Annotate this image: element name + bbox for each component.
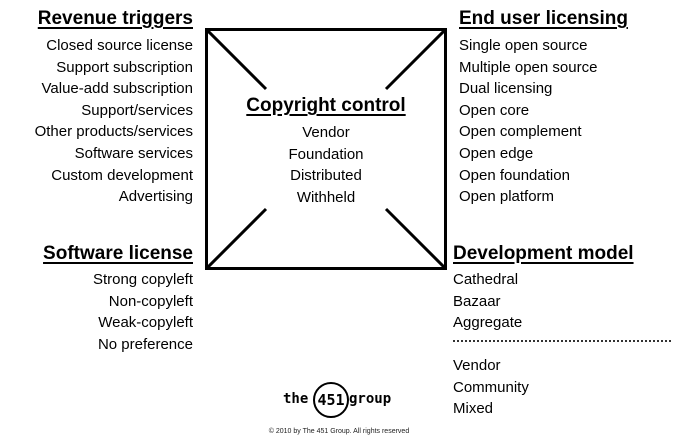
list-item: Support/services [81, 101, 193, 119]
connector-line-bottom-right [384, 207, 444, 267]
revenue-triggers-heading: Revenue triggers [37, 8, 193, 29]
copyright-control-list: Vendor Foundation Distributed Withheld [208, 122, 444, 208]
list-item: Open edge [459, 144, 534, 162]
list-item: Open core [459, 101, 530, 119]
the-451-group-logo: the 451 group [283, 380, 395, 420]
revenue-triggers-list: Closed source license Support subscripti… [0, 35, 193, 208]
end-user-licensing-heading: End user licensing [459, 8, 628, 29]
copyright-control-heading: Copyright control [208, 95, 444, 117]
list-item: Mixed [453, 400, 494, 418]
list-item: Bazaar [453, 292, 501, 310]
copyright-notice: © 2010 by The 451 Group. All rights rese… [268, 428, 410, 435]
dotted-divider [453, 340, 671, 342]
list-item: No preference [97, 335, 193, 353]
list-item: Support subscription [56, 58, 193, 76]
list-item: Multiple open source [459, 58, 598, 76]
list-item: Open foundation [459, 166, 570, 184]
logo-number-badge: 451 [313, 382, 349, 418]
list-item: Open platform [459, 188, 555, 206]
logo-text-group: group [349, 391, 392, 407]
list-item: Vendor [453, 357, 501, 374]
list-item: Other products/services [34, 123, 193, 141]
list-item: Distributed [290, 167, 362, 185]
connector-line-top-left [208, 31, 268, 91]
development-model-list-secondary: Vendor Community Mixed [453, 355, 529, 420]
list-item: Dual licensing [459, 80, 553, 98]
logo-text-the: the [283, 391, 309, 407]
end-user-licensing-list: Single open source Multiple open source … [459, 35, 597, 208]
list-item: Advertising [118, 188, 193, 206]
list-item: Value-add subscription [41, 80, 193, 98]
software-license-list: Strong copyleft Non-copyleft Weak-copyle… [0, 269, 193, 355]
list-item: Open complement [459, 123, 582, 141]
list-item: Foundation [288, 145, 364, 163]
connector-line-top-right [384, 31, 444, 91]
development-model-heading: Development model [453, 243, 634, 264]
list-item: Withheld [296, 188, 356, 206]
list-item: Strong copyleft [92, 271, 193, 288]
copyright-control-box: Copyright control Vendor Foundation Dist… [205, 28, 447, 270]
development-model-list: Cathedral Bazaar Aggregate [453, 269, 522, 334]
list-item: Custom development [51, 166, 193, 184]
list-item: Vendor [302, 124, 350, 141]
list-item: Closed source license [46, 37, 193, 54]
list-item: Community [453, 378, 529, 396]
connector-line-bottom-left [208, 207, 268, 267]
list-item: Non-copyleft [108, 292, 193, 310]
list-item: Weak-copyleft [98, 314, 193, 332]
list-item: Single open source [459, 37, 588, 54]
list-item: Cathedral [453, 271, 519, 288]
list-item: Software services [74, 144, 193, 162]
connector-lines [208, 31, 444, 267]
software-license-heading: Software license [43, 243, 193, 264]
list-item: Aggregate [453, 314, 523, 332]
